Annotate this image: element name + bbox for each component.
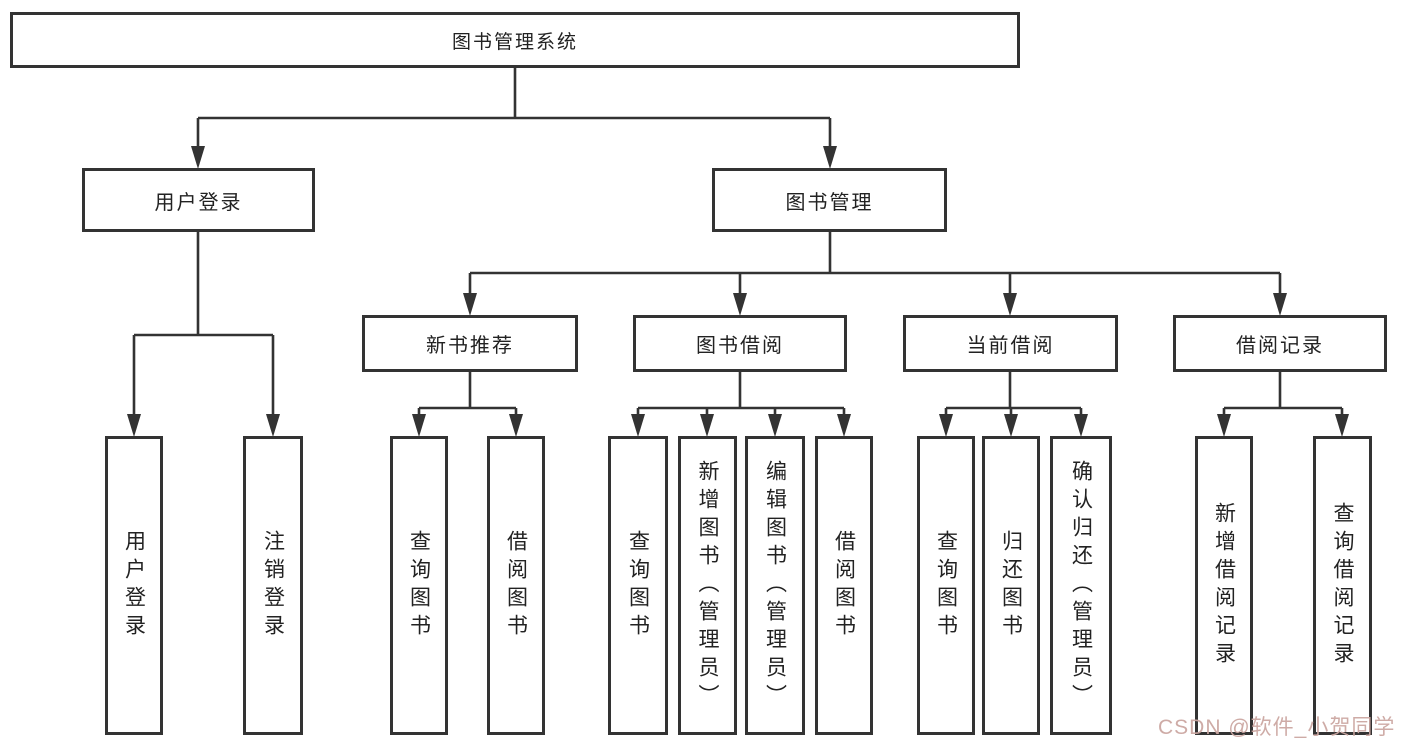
leaf-logout: 注销登录	[243, 436, 303, 735]
node-new-book-recommendation: 新书推荐	[362, 315, 578, 372]
arrowheads	[127, 146, 1349, 437]
leaf-add-borrow-record: 新增借阅记录	[1195, 436, 1253, 735]
leaf-add-book-admin: 新增图书（管理员）	[678, 436, 737, 735]
node-borrowing-records: 借阅记录	[1173, 315, 1387, 372]
leaf-query-books: 查询图书	[608, 436, 668, 735]
leaf-borrow-books: 借阅图书	[815, 436, 873, 735]
node-user-login: 用户登录	[82, 168, 315, 232]
leaf-return-books: 归还图书	[982, 436, 1040, 735]
node-book-borrowing: 图书借阅	[633, 315, 847, 372]
leaf-user-login: 用户登录	[105, 436, 163, 735]
leaf-query-books: 查询图书	[390, 436, 448, 735]
csdn-watermark: CSDN @软件_小贺同学	[1158, 716, 1396, 739]
leaf-confirm-return-admin: 确认归还（管理员）	[1050, 436, 1112, 735]
node-book-management: 图书管理	[712, 168, 947, 232]
node-library-management-system: 图书管理系统	[10, 12, 1020, 68]
leaf-edit-book-admin: 编辑图书（管理员）	[745, 436, 805, 735]
node-current-borrowing: 当前借阅	[903, 315, 1118, 372]
leaf-borrow-books: 借阅图书	[487, 436, 545, 735]
leaf-query-books: 查询图书	[917, 436, 975, 735]
leaf-query-borrow-record: 查询借阅记录	[1313, 436, 1372, 735]
